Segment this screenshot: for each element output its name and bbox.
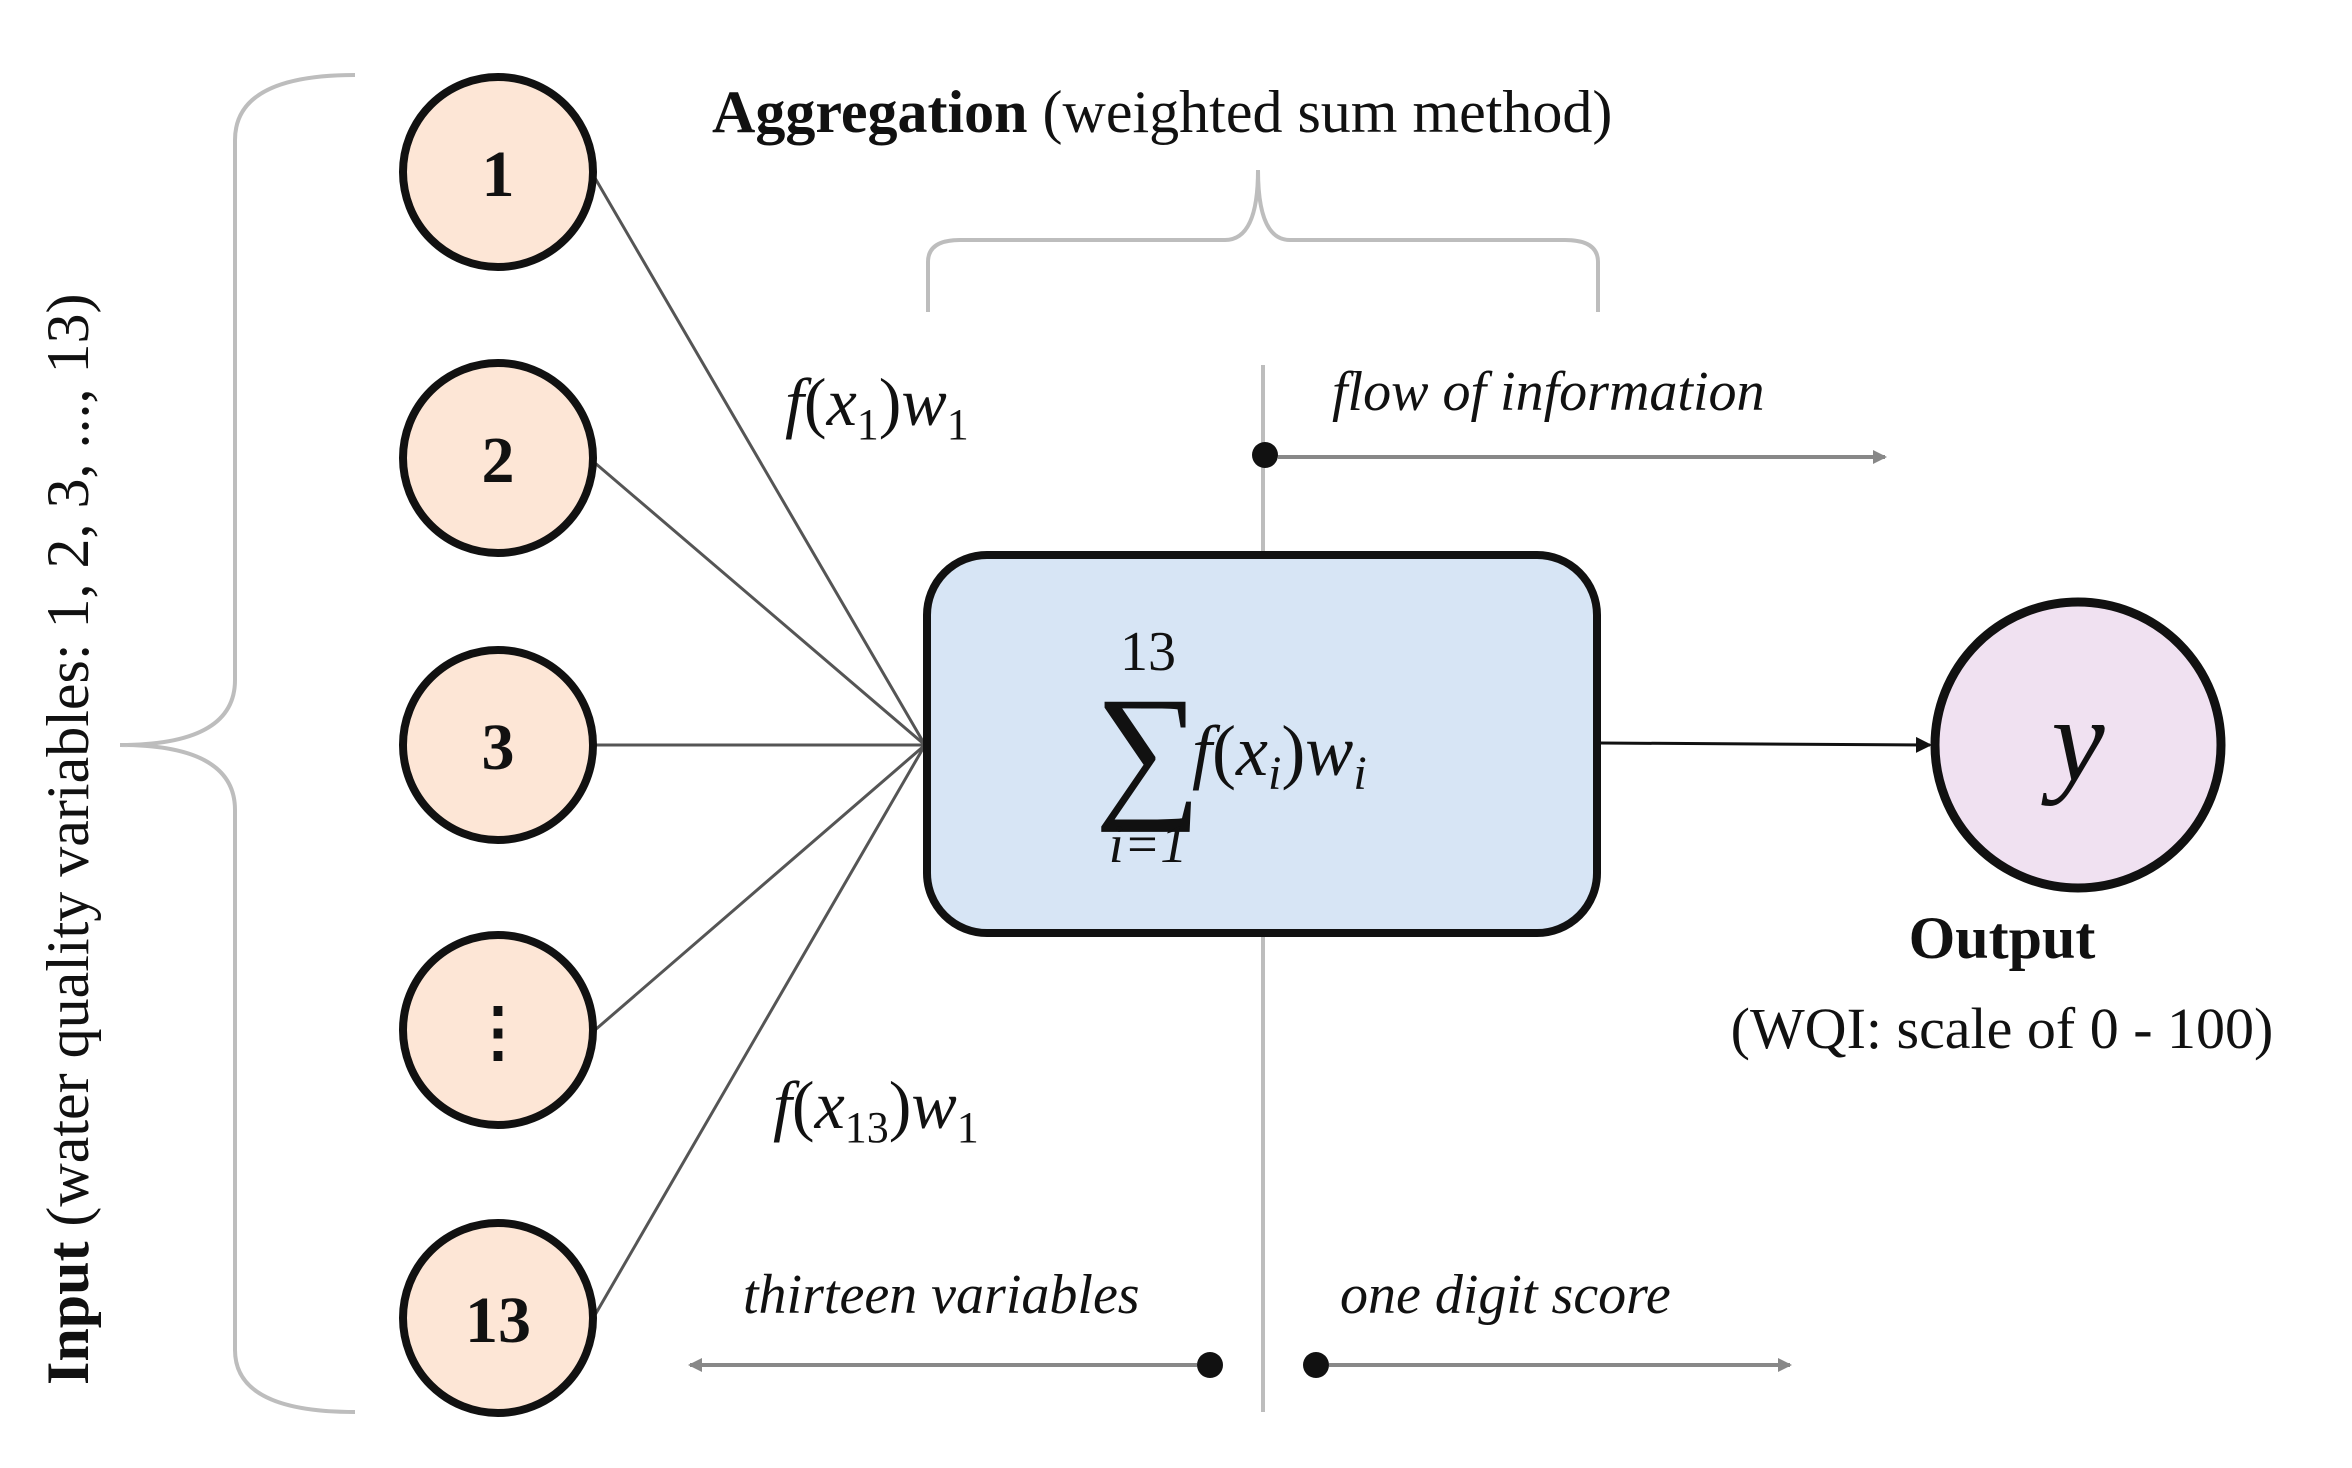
output-node: y xyxy=(1930,597,2226,893)
sum-box: 13 ∑ i=1 f(xi)wi xyxy=(923,551,1601,937)
one-digit-label: one digit score xyxy=(1340,1264,1671,1326)
output-title: Output xyxy=(1909,905,2096,971)
sum-body: f(xi)wi xyxy=(1192,711,1367,800)
input-node-1-label: 1 xyxy=(482,138,515,211)
input-node-1: 1 xyxy=(399,73,597,271)
flow-label: flow of information xyxy=(1332,361,1765,423)
sum-upper-limit: 13 xyxy=(1120,621,1176,683)
aggregation-title: Aggregation (weighted sum method) xyxy=(712,79,1612,145)
input-brace xyxy=(119,73,356,1414)
aggregation-title-rest: (weighted sum method) xyxy=(1028,79,1613,145)
connection-2 xyxy=(594,461,926,747)
input-node-3-label: 3 xyxy=(482,711,515,784)
input-label-rest: (water quality variables: 1, 2, 3, ..., … xyxy=(35,293,101,1241)
thirteen-dot xyxy=(1197,1352,1223,1378)
input-node-ellipsis: ⋮ xyxy=(399,931,597,1129)
connection-1 xyxy=(593,177,927,746)
thirteen-variables-label: thirteen variables xyxy=(743,1264,1140,1326)
input-connections xyxy=(593,177,927,1316)
aggregation-brace xyxy=(926,169,1600,312)
input-axis-label: Input (water quality variables: 1, 2, 3,… xyxy=(35,293,101,1385)
weight-label-bottom: f(x13)w1 xyxy=(773,1067,979,1152)
input-node-ellipsis-label: ⋮ xyxy=(465,996,531,1069)
input-node-13-label: 13 xyxy=(465,1284,531,1357)
one-digit-dot xyxy=(1303,1352,1329,1378)
weight-label-top: f(x1)w1 xyxy=(785,364,969,449)
flow-dot xyxy=(1252,442,1278,468)
aggregation-title-bold: Aggregation xyxy=(712,79,1028,145)
input-node-3: 3 xyxy=(399,646,597,844)
connection-13 xyxy=(593,744,927,1316)
connection-dots xyxy=(594,743,926,1032)
output-scale: (WQI: scale of 0 - 100) xyxy=(1731,996,2274,1061)
sum-lower-limit: i=1 xyxy=(1109,814,1187,874)
input-node-2-label: 2 xyxy=(482,424,515,497)
sum-sigma-icon: ∑ xyxy=(1095,667,1202,833)
input-label-bold: Input xyxy=(35,1242,101,1385)
input-node-2: 2 xyxy=(399,359,597,557)
output-node-label: y xyxy=(2040,673,2105,806)
sum-to-output-arrow xyxy=(1599,736,1932,753)
input-nodes: 1 2 3 ⋮ 13 xyxy=(399,73,597,1417)
input-node-13: 13 xyxy=(399,1219,597,1417)
